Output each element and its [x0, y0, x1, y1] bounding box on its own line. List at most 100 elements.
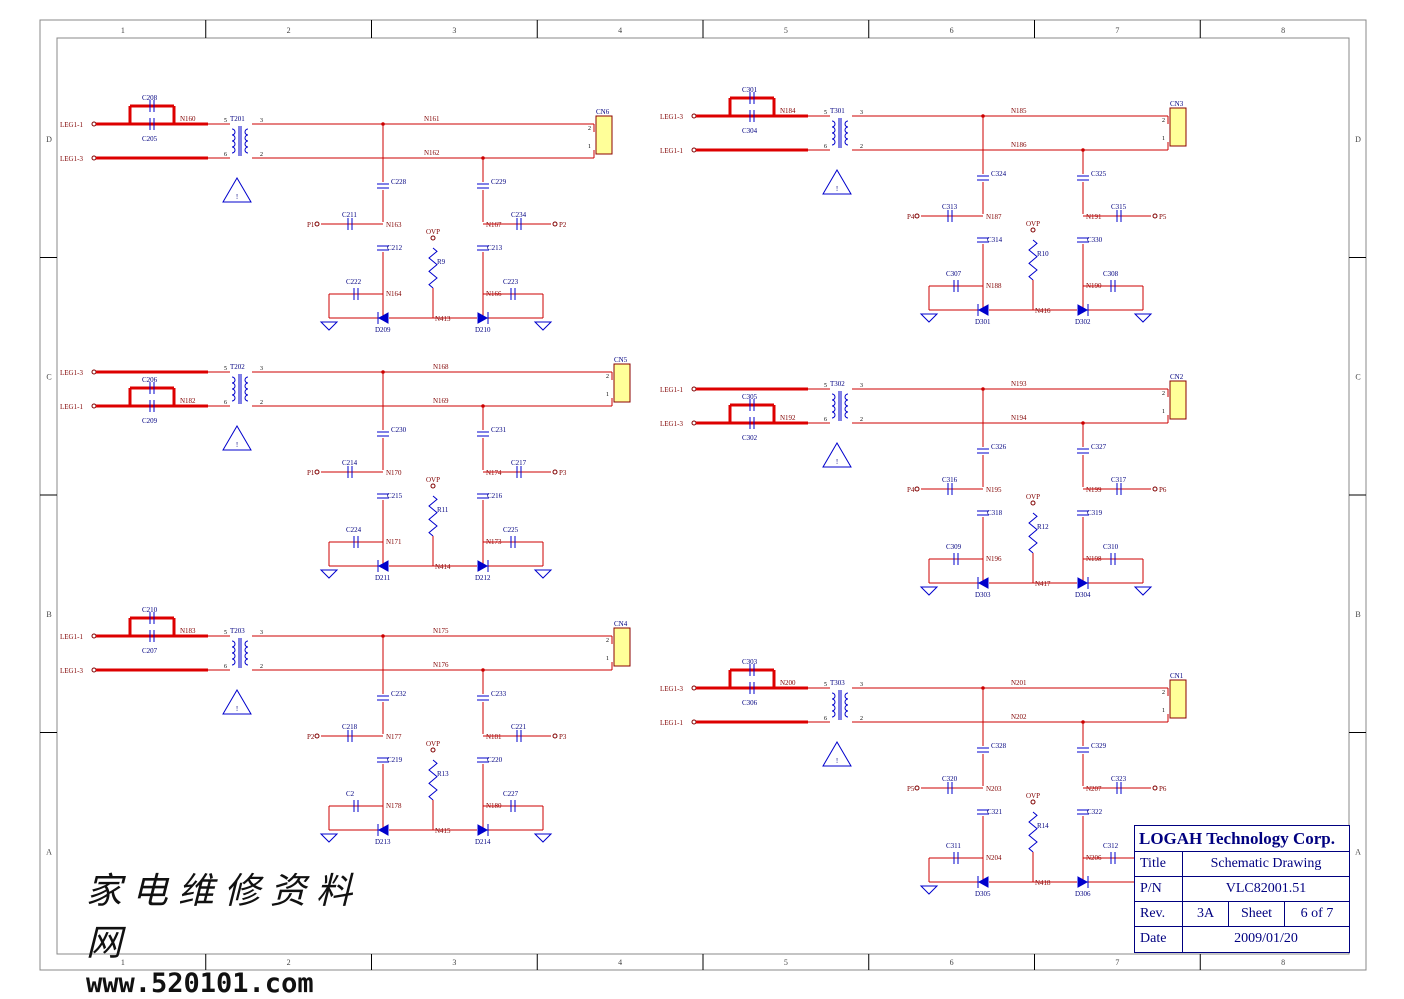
date-row: Date 2009/01/20 [1135, 927, 1349, 952]
input-label-bottom: LEG1-3 [660, 420, 683, 428]
rectifier-diode-triangle [977, 304, 989, 316]
series-cap-label: C324 [991, 170, 1007, 178]
warning-mark: ! [236, 441, 238, 449]
xfmr-coil-primary [231, 134, 236, 142]
resistor-zigzag [428, 247, 438, 289]
xfmr-coil-primary [231, 140, 236, 148]
input-port [691, 386, 697, 392]
ovp-label: OVP [426, 740, 440, 748]
xfmr-coil-secondary [844, 399, 849, 407]
mid-node-label: N417 [1035, 580, 1051, 588]
xfmr-coil-primary [831, 405, 836, 413]
input-label-top: LEG1-1 [60, 633, 83, 641]
input-port [691, 147, 697, 153]
diode-label: D212 [475, 574, 491, 582]
pin-number: 3 [860, 110, 863, 116]
port-label: P1 [307, 469, 315, 477]
side-cap-label: C217 [511, 459, 527, 467]
inner-border [56, 37, 1350, 955]
xfmr-coil-secondary [844, 704, 849, 712]
port-label: P1 [307, 221, 315, 229]
input-port [691, 113, 697, 119]
input-label-bottom: LEG1-3 [60, 667, 83, 675]
input-port [91, 369, 97, 375]
rectifier-diode-triangle [977, 577, 989, 589]
pin-number: 5 [824, 110, 827, 116]
side-cap-label: C221 [511, 723, 527, 731]
resistor-label: R12 [1037, 523, 1049, 531]
series-cap-label: C220 [487, 756, 503, 764]
node-label: N196 [986, 555, 1002, 563]
input-label-top: LEG1-3 [660, 685, 683, 693]
input-cap-b-label: C205 [142, 135, 158, 143]
ovp-label: OVP [1026, 792, 1040, 800]
junction [1081, 421, 1085, 425]
xfmr-coil-primary [831, 393, 836, 401]
secondary-top-net: N168 [433, 363, 449, 371]
port-label: P2 [307, 733, 315, 741]
mid-node-label: N418 [1035, 879, 1051, 887]
node-label: N204 [986, 854, 1002, 862]
rectifier-diode-triangle [1077, 304, 1089, 316]
xfmr-coil-secondary [244, 388, 249, 396]
xfmr-coil-primary [831, 704, 836, 712]
xfmr-coil-primary [231, 382, 236, 390]
port-circle [314, 733, 320, 739]
series-cap-label: C219 [387, 756, 403, 764]
junction [981, 387, 985, 391]
connector-label: CN4 [614, 620, 628, 628]
port-label: P6 [1159, 486, 1167, 494]
pin-number: 1 [1162, 708, 1165, 714]
pin-number: 3 [260, 366, 263, 372]
series-cap-label: C325 [1091, 170, 1107, 178]
column-number-bottom: 5 [784, 958, 788, 967]
resistor-zigzag [1028, 512, 1038, 554]
column-number-top: 1 [121, 26, 125, 35]
pin-number: 5 [824, 682, 827, 688]
transformer-label: T302 [830, 380, 845, 388]
ovp-label: OVP [426, 476, 440, 484]
transformer-label: T202 [230, 363, 245, 371]
junction [981, 686, 985, 690]
port-label: P2 [559, 221, 567, 229]
pn-value: VLC82001.51 [1225, 881, 1307, 896]
bypass-cap-label: C309 [946, 543, 962, 551]
pin-number: 1 [1162, 409, 1165, 415]
node-label: N188 [986, 282, 1002, 290]
warning-icon [222, 425, 252, 451]
connector-label: CN3 [1170, 100, 1184, 108]
port-circle [1152, 213, 1158, 219]
xfmr-coil-primary [831, 120, 836, 128]
transformer-label: T303 [830, 679, 845, 687]
connector-body [613, 363, 631, 403]
series-cap-label: C212 [387, 244, 403, 252]
sheet-value: 6 of 7 [1300, 906, 1334, 921]
ovp-port [1030, 227, 1036, 233]
row-letter-right: B [1355, 610, 1360, 619]
series-cap-label: C215 [387, 492, 403, 500]
pin-number: 2 [260, 664, 263, 670]
resistor-zigzag [1028, 811, 1038, 853]
input-cap-b-label: C302 [742, 434, 758, 442]
series-cap-label: C314 [987, 236, 1003, 244]
transformer-label: T203 [230, 627, 245, 635]
resistor-label: R14 [1037, 822, 1049, 830]
xfmr-coil-primary [831, 132, 836, 140]
warning-mark: ! [836, 757, 838, 765]
side-cap-label: C320 [942, 775, 958, 783]
pin-number: 5 [824, 383, 827, 389]
series-cap-label: C230 [391, 426, 407, 434]
junction [381, 370, 385, 374]
connector-body [1169, 679, 1187, 719]
xfmr-coil-primary [231, 376, 236, 384]
column-number-bottom: 8 [1281, 958, 1285, 967]
sheet-label: Sheet [1229, 902, 1285, 926]
port-label: P4 [907, 486, 915, 494]
xfmr-coil-primary [231, 394, 236, 402]
